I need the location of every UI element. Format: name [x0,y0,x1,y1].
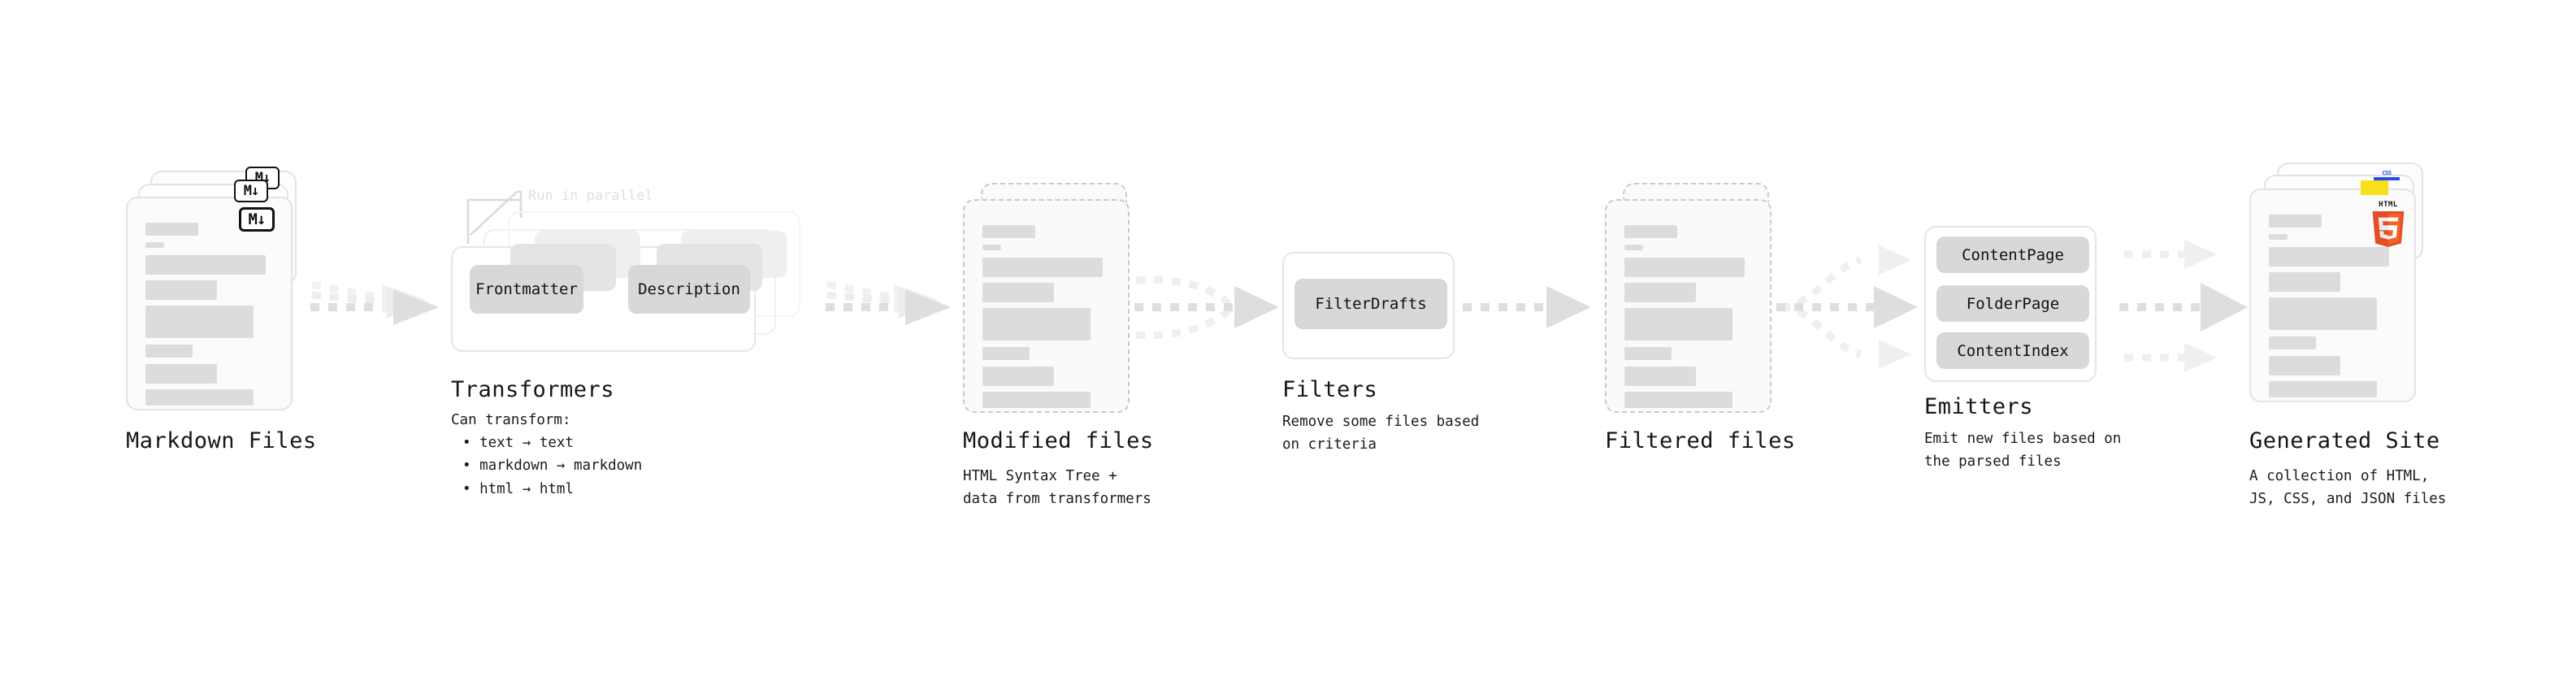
skeleton-line [982,225,1035,238]
transformer-chip-frontmatter[interactable]: Frontmatter [470,265,583,314]
transformers-bullet-item: • markdown → markdown [462,458,643,475]
markdown-badge-icon-back1: M↓ [234,180,268,202]
connector-modified-to-filters [1134,275,1279,340]
skeleton-line [1624,245,1643,250]
skeleton-line [2269,336,2316,349]
emitter-chip-folderpage[interactable]: FolderPage [1936,285,2089,322]
skeleton-line [982,367,1054,386]
emitter-chip-contentpage[interactable]: ContentPage [1936,236,2089,273]
connector-transformers-to-modified [826,280,951,325]
css-bar [2374,177,2400,180]
stage-subtitle-filters: Remove some files based on criteria [1282,414,1480,453]
transformers-bullet-item: • text → text [462,435,574,451]
stage-title-markdown-files: Markdown Files [126,428,317,453]
html5-logo-icon: HTML [2368,202,2409,249]
stage-title-transformers: Transformers [451,377,615,402]
stage-subtitle-modified-files: HTML Syntax Tree + data from transformer… [963,468,1151,508]
skeleton-line [145,280,217,300]
skeleton-line [145,255,266,275]
stage-title-generated-site: Generated Site [2249,428,2440,453]
stage-subtitle-emitters: Emit new files based on the parsed files [1924,431,2122,471]
html5-wordmark: HTML [2379,201,2398,209]
skeleton-line [982,392,1091,408]
skeleton-line [1624,283,1696,302]
skeleton-line [1624,367,1696,386]
transformer-chip-description[interactable]: Description [628,265,750,314]
skeleton-line [1624,258,1745,277]
skeleton-line [2269,272,2340,292]
skeleton-line [2269,247,2389,267]
skeleton-line [982,347,1030,360]
modified-card-front [963,199,1130,413]
skeleton-line [982,258,1103,277]
connector-emitters-to-site [2119,240,2248,372]
html5-shield-icon [2372,211,2405,247]
skeleton-line [145,389,254,406]
transformers-bullet-item: • html → html [462,480,574,497]
connector-filters-to-filtered [1463,286,1591,328]
skeleton-line [145,364,217,384]
stage-subtitle-transformers: Can transform: [451,412,571,428]
transformers-bullet-list: • text → text • markdown → markdown • ht… [451,432,642,501]
stage-title-filtered-files: Filtered files [1605,428,1796,453]
markdown-card-front [126,197,293,410]
skeleton-line [145,345,193,358]
skeleton-line [982,283,1054,302]
skeleton-line [2269,215,2322,228]
skeleton-line [2269,297,2377,330]
skeleton-line [2269,234,2288,240]
stage-title-filters: Filters [1282,377,1378,402]
filtered-card-front [1605,199,1772,413]
run-in-parallel-label: Run in parallel [528,188,653,204]
stage-subtitle-generated-site: A collection of HTML, JS, CSS, and JSON … [2249,468,2447,508]
connector-filtered-to-emitters [1776,245,1918,369]
skeleton-line [145,242,164,248]
stage-title-modified-files: Modified files [963,428,1154,453]
css-wordmark: CSS [2382,170,2392,176]
emitter-chip-contentindex[interactable]: ContentIndex [1936,332,2089,369]
skeleton-line [1624,347,1672,360]
stage-title-emitters: Emitters [1924,394,2034,419]
skeleton-line [145,223,198,236]
markdown-badge-icon: M↓ [239,207,275,232]
skeleton-line [2269,356,2340,375]
skeleton-line [1624,308,1733,340]
site-card-front [2249,189,2416,402]
skeleton-line [145,306,254,338]
filter-chip-filterdrafts[interactable]: FilterDrafts [1295,279,1447,329]
js-badge-icon [2361,180,2388,195]
skeleton-line [2269,381,2377,397]
css-badge-icon: CSS [2373,169,2400,180]
skeleton-line [1624,225,1677,238]
connector-md-to-transformers [310,280,439,325]
skeleton-line [982,245,1001,250]
skeleton-line [1624,392,1733,408]
skeleton-line [982,308,1091,340]
